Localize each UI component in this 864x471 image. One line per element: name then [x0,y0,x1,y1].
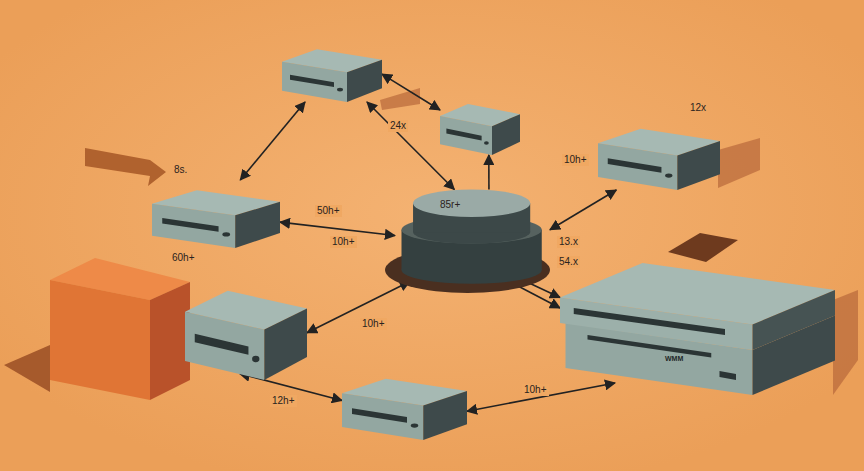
device-front [152,204,235,248]
text-anchor: 10h+ [330,236,357,248]
link-label: 10h+ [562,154,589,166]
device-label: 60h+ [172,252,195,264]
hub-top [413,190,530,218]
device-box [440,95,520,155]
cube-shadow [4,345,50,392]
link-label: 12h+ [270,395,297,407]
device-knob [484,141,489,145]
link-arrow [550,190,616,230]
device-shadow [718,138,760,188]
device-front [342,393,423,440]
brand-mark: WMM [665,355,683,363]
text-anchor: 13.x [557,236,580,248]
device-label: 12x [690,102,706,114]
device-box [185,275,307,380]
device-outline [282,40,382,102]
text-anchor: 24x [388,120,408,132]
device-label: 85r+ [440,199,460,211]
device-side [753,290,836,350]
link-arrow [467,383,615,411]
device-front [560,298,753,351]
text-anchor: 12h+ [270,395,297,407]
text-anchor: 60h+ [172,252,195,264]
text-anchor: 8s. [174,164,187,176]
link-arrow [488,155,490,190]
device-outline [560,245,835,395]
text-anchor: 10h+ [562,154,589,166]
device-outline [440,95,520,155]
device-outline [598,118,720,190]
device-front [598,143,677,190]
device-slot [162,218,218,232]
text-anchor: 54.x [557,256,580,268]
text-anchor: 12x [690,102,706,114]
arrow-shadow [85,148,166,186]
device-outline [185,275,307,380]
floor-shadow [668,233,738,262]
device-knob [411,423,419,427]
device-slot [588,335,712,358]
text-anchor: 10h+ [522,384,549,396]
text-anchor: 85r+ [440,199,460,211]
device-knob [665,173,672,177]
link-label: 50h+ [315,205,342,217]
device-button [720,371,737,380]
device-outline [152,180,280,248]
device-slot [352,408,407,422]
link-label: 13.x [557,236,580,248]
link-label: 10h+ [522,384,549,396]
device-front [440,116,492,155]
link-arrow [367,102,454,190]
device-box [282,40,382,102]
device-knob [337,88,343,92]
rate-label: 10h+ [330,236,357,248]
device-side [423,391,467,440]
device-front [282,62,347,102]
device-shadow [380,88,420,110]
hub-cylinder: 85r+ [385,178,550,293]
orange-cube-side [150,282,190,400]
link-label: 10h+ [360,318,387,330]
device-slot [290,75,334,87]
device-label: 8s. [174,164,187,176]
link-arrow [240,102,305,180]
link-label: 54.x [557,256,580,268]
link-label: 24x [388,120,408,132]
device-slot [446,129,481,141]
text-anchor: WMM [665,355,683,363]
device-knob [222,232,230,236]
device-side [347,60,382,102]
link-arrow [382,74,440,110]
device-slot [608,158,662,172]
device-box [342,368,467,440]
device-outline [342,368,467,440]
device-knob [252,356,259,362]
link-arrow [307,282,410,333]
device-front [185,312,264,380]
device-slot [195,334,249,355]
device-box: 12x [598,118,720,190]
device-shadow [833,290,858,395]
orange-cube-front [50,280,150,400]
device-box: WMM [560,245,835,395]
device-slot [574,308,725,335]
device-outline [385,178,550,293]
text-anchor: 10h+ [360,318,387,330]
device-side [235,202,280,248]
link-arrow [280,222,395,235]
device-side [264,309,307,380]
text-anchor: 50h+ [315,205,342,217]
device-box: 8s.60h+ [152,180,280,248]
device-side [677,141,720,190]
device-side [492,114,520,155]
